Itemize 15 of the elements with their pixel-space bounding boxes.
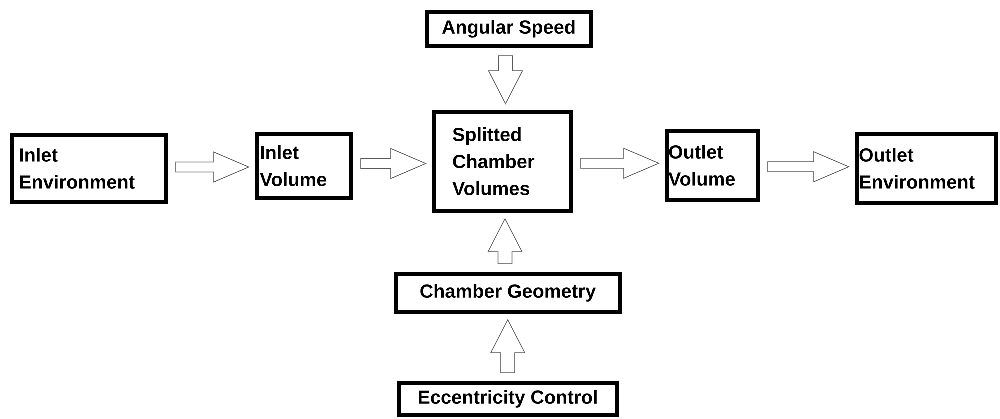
process-box: Inlet Volume (255, 132, 353, 200)
process-box: Inlet Environment (10, 133, 168, 204)
arrow (176, 152, 250, 183)
process-box: Chamber Geometry (394, 272, 622, 314)
process-box: Angular Speed (425, 10, 593, 48)
process-box: Splitted Chamber Volumes (432, 110, 573, 213)
arrow (768, 151, 850, 183)
arrow (580, 148, 660, 180)
arrow (490, 319, 526, 374)
arrow (488, 56, 524, 105)
process-box: Outlet Volume (665, 129, 760, 202)
arrow (488, 218, 523, 264)
arrow (360, 148, 428, 180)
process-box: Outlet Environment (855, 132, 998, 205)
process-box: Eccentricity Control (397, 381, 619, 417)
